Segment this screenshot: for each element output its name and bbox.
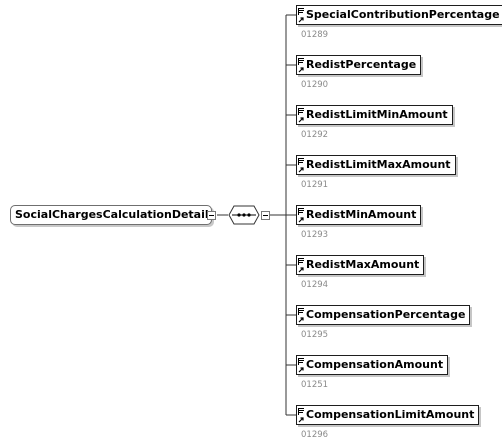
element-reference-icon	[298, 408, 304, 423]
element-reference-icon	[298, 358, 304, 373]
element-reference-icon	[298, 108, 304, 123]
element-reference-icon	[298, 258, 304, 273]
child-element-redist-min-amount[interactable]: RedistMinAmount	[296, 205, 422, 225]
collapse-sequence-icon[interactable]	[261, 211, 270, 220]
child-element-label: RedistPercentage	[306, 58, 417, 71]
element-reference-icon	[298, 8, 304, 23]
collapse-parent-icon[interactable]	[207, 211, 216, 220]
child-element-label: RedistLimitMinAmount	[306, 108, 448, 121]
element-reference-icon	[298, 58, 304, 73]
child-element-code: 01293	[301, 230, 329, 240]
child-element-redist-max-amount[interactable]: RedistMaxAmount	[296, 255, 425, 275]
child-element-label: RedistMaxAmount	[306, 258, 420, 271]
child-element-special-contribution-percentage[interactable]: SpecialContributionPercentage	[296, 5, 502, 25]
child-element-compensation-amount[interactable]: CompensationAmount	[296, 355, 449, 375]
child-element-code: 01292	[301, 130, 329, 140]
child-element-label: SpecialContributionPercentage	[306, 8, 500, 21]
child-element-label: CompensationAmount	[306, 358, 444, 371]
child-element-label: CompensationLimitAmount	[306, 408, 475, 421]
child-element-code: 01291	[301, 180, 329, 190]
child-element-code: 01294	[301, 280, 329, 290]
element-reference-icon	[298, 208, 304, 223]
child-element-redist-percentage[interactable]: RedistPercentage	[296, 55, 422, 75]
child-element-label: RedistLimitMaxAmount	[306, 158, 451, 171]
child-element-label: CompensationPercentage	[306, 308, 466, 321]
child-element-label: RedistMinAmount	[306, 208, 417, 221]
parent-element-social-charges-calculation-details[interactable]: SocialChargesCalculationDetails...	[10, 205, 212, 225]
child-element-code: 01251	[301, 380, 329, 390]
child-element-code: 01290	[301, 80, 329, 90]
child-element-redist-limit-min-amount[interactable]: RedistLimitMinAmount	[296, 105, 453, 125]
child-element-compensation-percentage[interactable]: CompensationPercentage	[296, 305, 471, 325]
element-reference-icon	[298, 158, 304, 173]
sequence-compositor-icon[interactable]	[228, 205, 260, 225]
child-element-code: 01296	[301, 430, 329, 440]
child-element-redist-limit-max-amount[interactable]: RedistLimitMaxAmount	[296, 155, 456, 175]
child-element-compensation-limit-amount[interactable]: CompensationLimitAmount	[296, 405, 480, 425]
child-element-code: 01295	[301, 330, 329, 340]
parent-element-label: SocialChargesCalculationDetails...	[15, 208, 212, 221]
child-element-code: 01289	[301, 30, 329, 40]
element-reference-icon	[298, 308, 304, 323]
